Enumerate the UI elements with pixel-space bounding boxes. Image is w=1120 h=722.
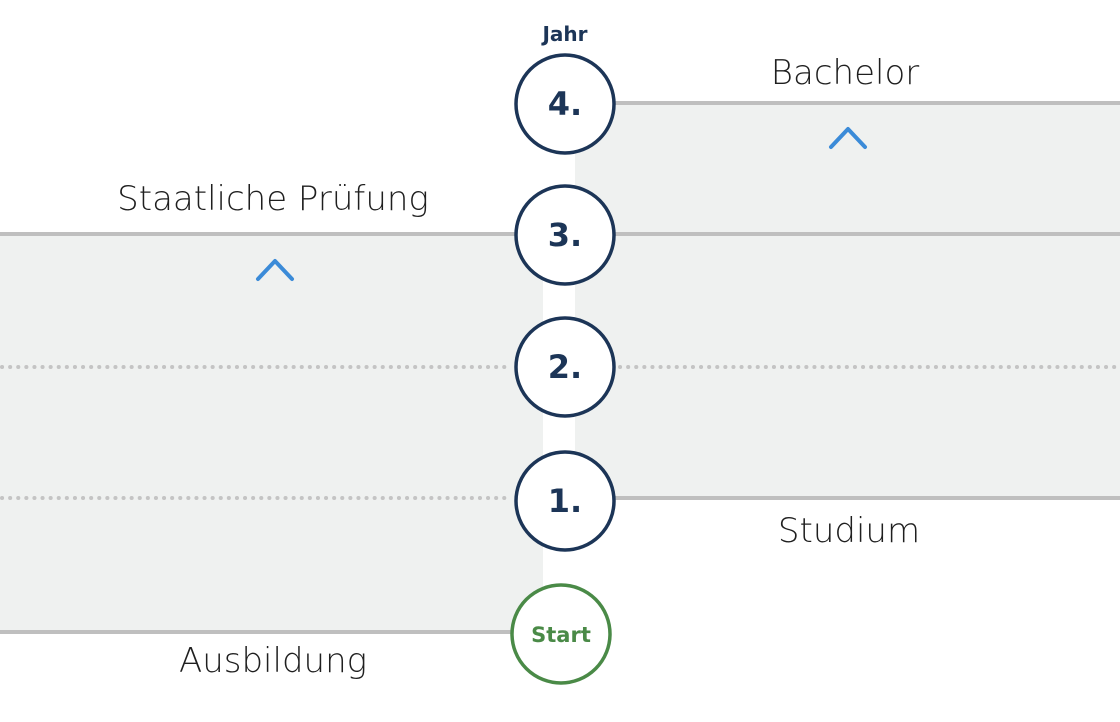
milestone-label: 2.	[548, 348, 582, 386]
milestone-year-3: 3.	[514, 184, 616, 286]
milestone-label: Start	[531, 623, 591, 647]
milestone-year-4: 4.	[514, 53, 616, 155]
ausbildung-band	[0, 234, 543, 632]
studium-start-label: Studium	[778, 511, 920, 551]
milestone-start: Start	[510, 583, 612, 685]
milestone-label: 1.	[548, 482, 582, 520]
milestone-label: 3.	[548, 216, 582, 254]
axis-title: Jahr	[540, 22, 587, 46]
milestone-label: 4.	[548, 85, 582, 123]
milestone-year-1: 1.	[514, 450, 616, 552]
studium-arrow	[829, 127, 867, 480]
milestone-year-2: 2.	[514, 316, 616, 418]
ausbildung-arrow	[256, 259, 294, 608]
studium-end-label: Bachelor	[771, 53, 920, 93]
ausbildung-start-label: Ausbildung	[179, 641, 367, 681]
ausbildung-end-label: Staatliche Prüfung	[117, 179, 429, 219]
